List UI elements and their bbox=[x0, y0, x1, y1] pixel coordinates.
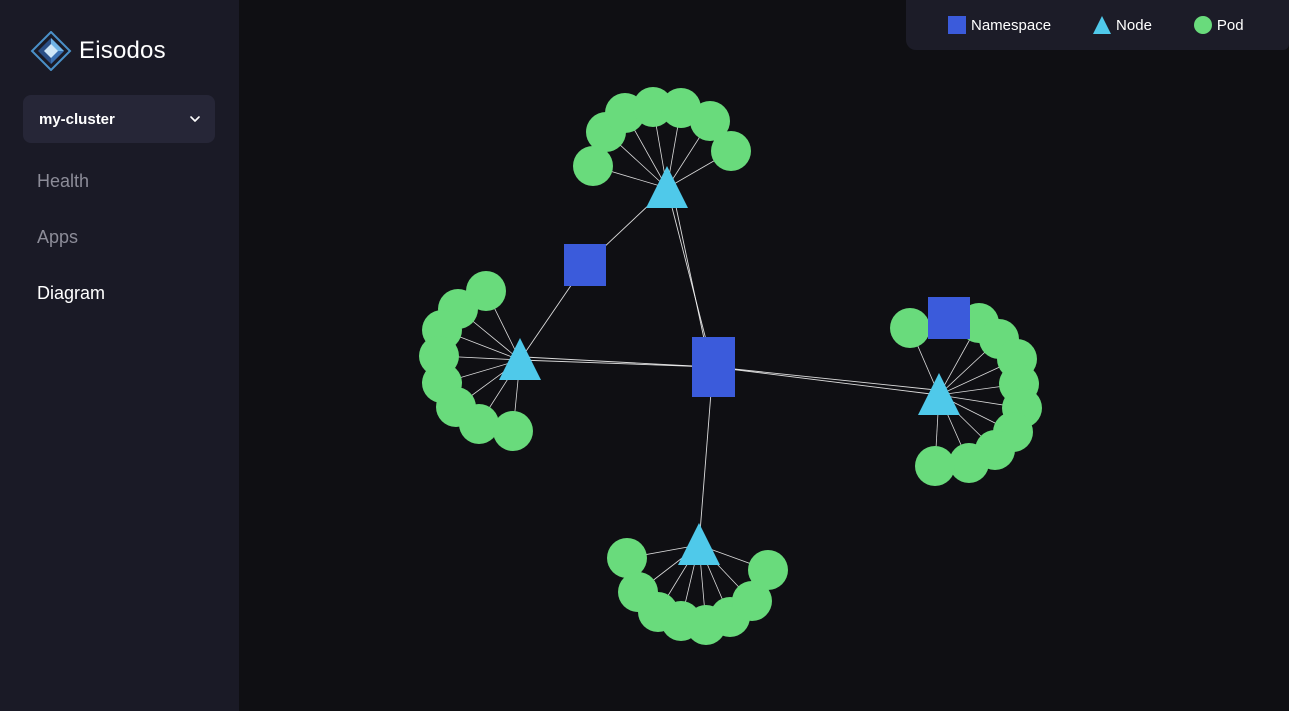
nav-item-apps[interactable]: Apps bbox=[37, 227, 79, 247]
pod-node[interactable] bbox=[949, 443, 989, 483]
namespace-node[interactable] bbox=[564, 244, 606, 286]
square-icon bbox=[948, 16, 966, 34]
sidebar: Eisodos my-cluster Health Apps Diagram bbox=[0, 0, 239, 711]
namespace-node-edge bbox=[523, 356, 712, 368]
namespace-node[interactable] bbox=[928, 297, 970, 339]
legend-item-node: Node bbox=[1092, 15, 1152, 35]
kube-node[interactable] bbox=[678, 523, 720, 565]
sidebar-nav: Health Apps Diagram bbox=[37, 168, 105, 336]
pod-node[interactable] bbox=[493, 411, 533, 451]
kube-node[interactable] bbox=[646, 166, 688, 208]
pod-node[interactable] bbox=[607, 538, 647, 578]
legend-item-namespace: Namespace bbox=[947, 15, 1051, 35]
cluster-select-value: my-cluster bbox=[39, 110, 115, 128]
pod-node[interactable] bbox=[915, 446, 955, 486]
kube-node[interactable] bbox=[499, 338, 541, 380]
diagram-nodes bbox=[499, 166, 960, 565]
pod-node[interactable] bbox=[690, 101, 730, 141]
eisodos-logo-icon bbox=[30, 31, 72, 71]
brand[interactable]: Eisodos bbox=[30, 31, 166, 71]
diagram-namespaces bbox=[564, 244, 970, 397]
legend-label-namespace: Namespace bbox=[971, 16, 1052, 34]
namespace-node-edge bbox=[712, 366, 940, 396]
legend-item-pod: Pod bbox=[1193, 15, 1244, 35]
legend: Namespace Node Pod bbox=[906, 0, 1289, 50]
chevron-down-icon bbox=[190, 116, 200, 122]
pod-node[interactable] bbox=[573, 146, 613, 186]
pod-node[interactable] bbox=[732, 581, 772, 621]
pod-node[interactable] bbox=[890, 308, 930, 348]
app-name: Eisodos bbox=[79, 37, 166, 64]
pod-node[interactable] bbox=[711, 131, 751, 171]
kube-node[interactable] bbox=[918, 373, 960, 415]
cluster-select[interactable]: my-cluster bbox=[23, 95, 215, 143]
nav-item-health[interactable]: Health bbox=[37, 171, 90, 191]
diagram-pods bbox=[419, 87, 1042, 645]
triangle-icon bbox=[1093, 16, 1112, 34]
pod-node[interactable] bbox=[459, 404, 499, 444]
legend-label-pod: Pod bbox=[1216, 16, 1244, 34]
nav-item-diagram[interactable]: Diagram bbox=[37, 283, 106, 303]
circle-icon bbox=[1193, 16, 1212, 34]
pod-node[interactable] bbox=[748, 550, 788, 590]
pod-node[interactable] bbox=[633, 87, 673, 127]
namespace-node[interactable] bbox=[692, 337, 735, 397]
legend-label-node: Node bbox=[1116, 16, 1152, 34]
cluster-diagram[interactable] bbox=[239, 0, 1289, 711]
namespace-node-edge bbox=[714, 366, 937, 391]
